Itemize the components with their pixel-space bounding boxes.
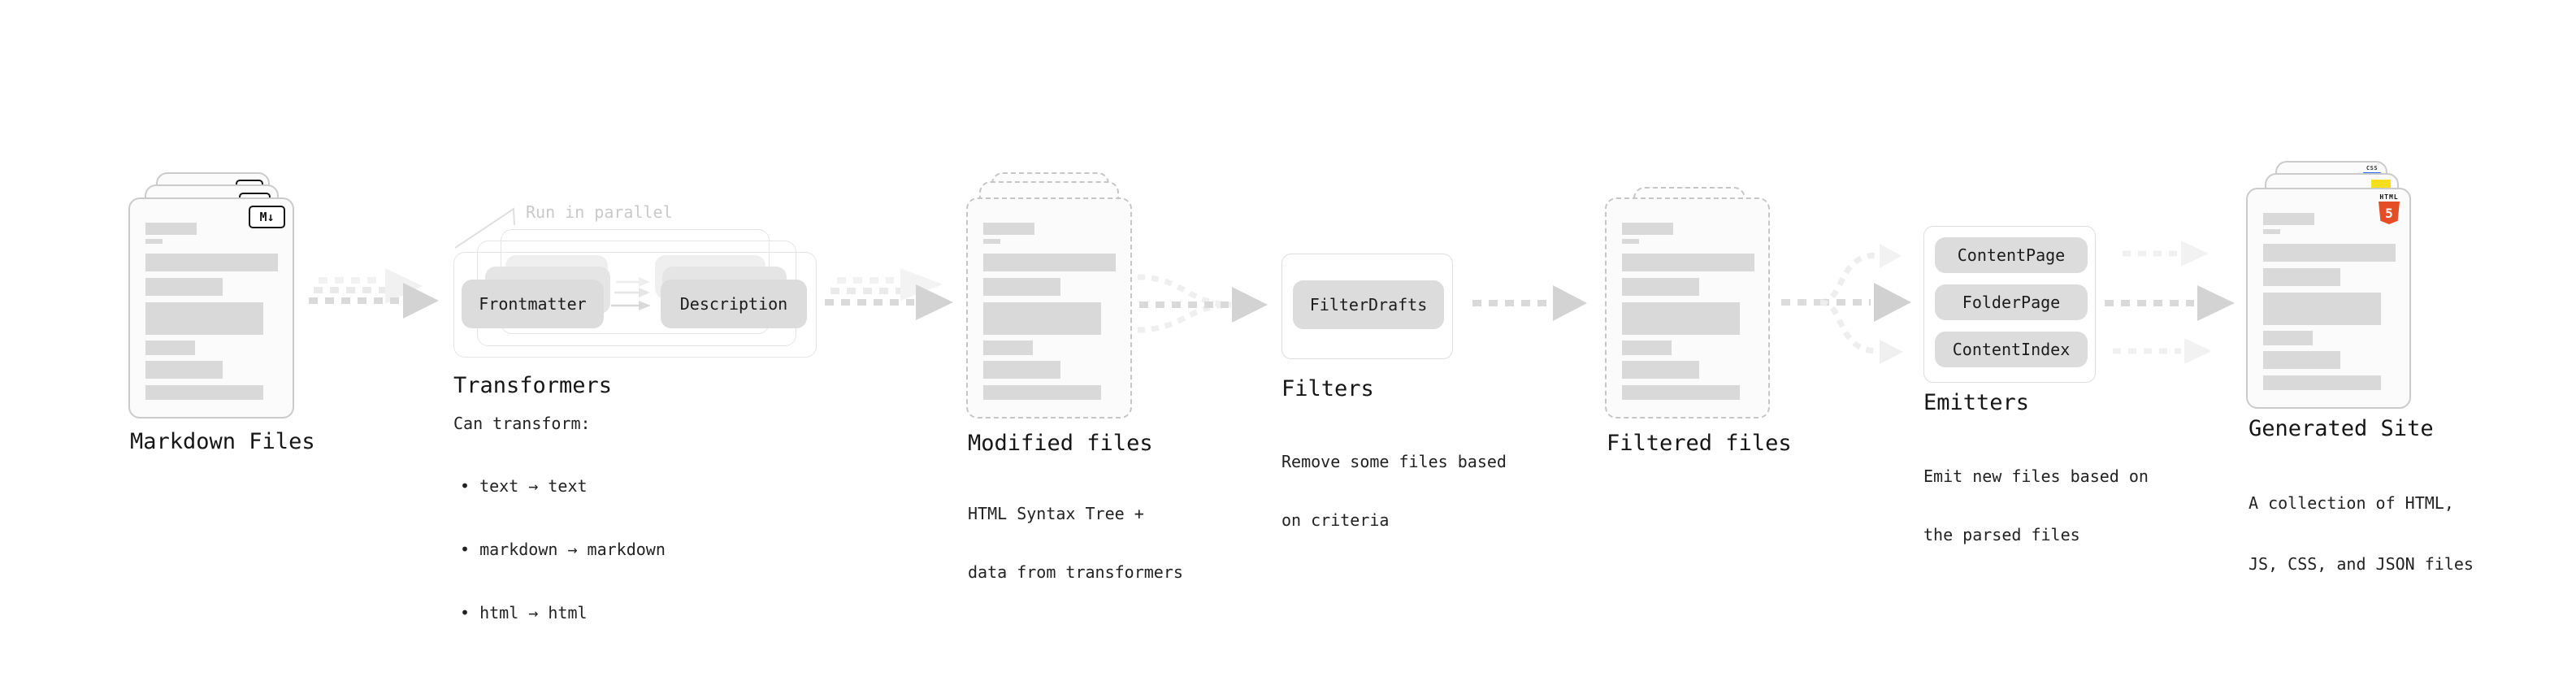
annotation-leader-line xyxy=(454,207,515,249)
arrow-emitters-to-generated xyxy=(2105,241,2235,364)
arrow-filters-to-filtered xyxy=(1472,285,1587,321)
arrow-markdown-to-transformers xyxy=(309,268,439,319)
arrow-transformers-to-modified xyxy=(825,268,953,320)
arrow-filtered-to-emitters xyxy=(1781,244,1911,364)
arrow-modified-to-filters xyxy=(1137,274,1268,333)
arrow-frontmatter-to-description xyxy=(611,277,651,310)
